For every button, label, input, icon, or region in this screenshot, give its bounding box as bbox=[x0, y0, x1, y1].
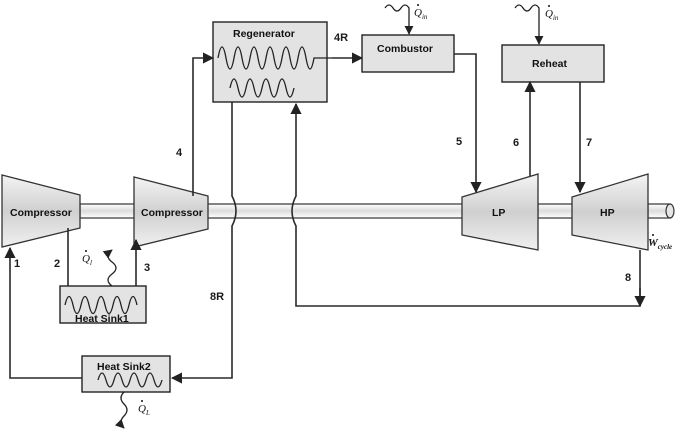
state-label-8: 8 bbox=[625, 272, 631, 284]
heat-sink-1-coil bbox=[64, 295, 138, 315]
heat-in-reheat-label: Qin bbox=[545, 5, 559, 22]
heat-sink-2-coil bbox=[97, 372, 163, 388]
work-output-label: Wcycle bbox=[648, 234, 672, 251]
compressor-2: Compressor bbox=[133, 176, 209, 248]
heat-out-sink1-label: Ql bbox=[82, 250, 92, 267]
combustor: Combustor bbox=[361, 34, 455, 73]
flow-line-4 bbox=[192, 52, 215, 196]
regenerator-coil-upper bbox=[217, 46, 332, 70]
heat-sink-2-label: Heat Sink2 bbox=[97, 361, 151, 373]
state-label-2: 2 bbox=[54, 258, 60, 270]
turbine-lp-label: LP bbox=[492, 207, 505, 219]
flow-line-8r bbox=[170, 102, 237, 384]
heat-sink-1-label: Heat Sink1 bbox=[75, 313, 129, 325]
heat-in-combustor-label: Qin bbox=[414, 4, 428, 21]
combustor-label: Combustor bbox=[377, 43, 433, 55]
state-label-8r: 8R bbox=[210, 291, 224, 303]
heat-in-reheat-squiggle bbox=[514, 4, 544, 45]
svg-text:Qin: Qin bbox=[545, 8, 559, 22]
turbine-hp: HP bbox=[571, 173, 649, 251]
regenerator-label: Regenerator bbox=[233, 28, 295, 40]
heat-out-sink2-label: QL bbox=[138, 400, 150, 417]
flow-line-5 bbox=[454, 53, 482, 194]
reheat: Reheat bbox=[501, 44, 605, 83]
heat-sink-2: Heat Sink2 bbox=[81, 355, 171, 393]
state-label-4r: 4R bbox=[334, 32, 348, 44]
heat-out-sink1-squiggle bbox=[102, 249, 117, 287]
state-label-1: 1 bbox=[14, 258, 20, 270]
svg-text:QL: QL bbox=[138, 403, 150, 417]
heat-sink-1: Heat Sink1 bbox=[59, 285, 147, 325]
heat-in-combustor-squiggle bbox=[384, 4, 414, 35]
svg-text:Qin: Qin bbox=[414, 7, 428, 21]
state-label-3: 3 bbox=[144, 262, 150, 274]
state-label-7: 7 bbox=[586, 137, 592, 149]
turbine-lp: LP bbox=[461, 173, 539, 251]
compressor-1-label: Compressor bbox=[10, 207, 72, 219]
flow-line-1 bbox=[4, 246, 82, 379]
reheat-label: Reheat bbox=[532, 58, 568, 70]
flow-line-8 bbox=[290, 102, 641, 307]
compressor-1: Compressor bbox=[1, 174, 81, 248]
compressor-2-label: Compressor bbox=[141, 207, 203, 219]
heat-out-sink2-squiggle bbox=[114, 391, 128, 429]
regenerator-coil-lower bbox=[229, 78, 295, 98]
regenerator: Regenerator bbox=[212, 21, 332, 103]
state-label-6: 6 bbox=[513, 137, 519, 149]
turbine-hp-label: HP bbox=[600, 207, 615, 219]
svg-text:Ql: Ql bbox=[82, 253, 92, 267]
svg-text:Wcycle: Wcycle bbox=[648, 237, 672, 251]
state-label-4: 4 bbox=[176, 147, 183, 159]
state-label-5: 5 bbox=[456, 136, 462, 148]
